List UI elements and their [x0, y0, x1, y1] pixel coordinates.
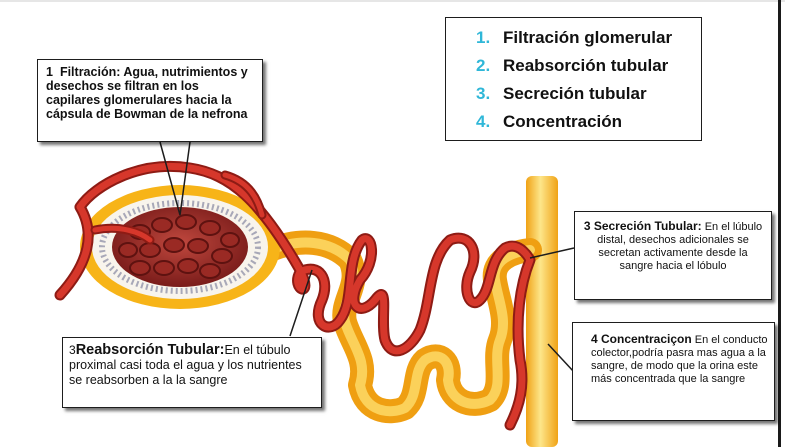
callout-pointers — [159, 141, 575, 373]
top-border — [0, 0, 785, 2]
collecting-duct — [526, 176, 558, 447]
legend-item-filtracion: 1.Filtración glomerular — [476, 28, 673, 47]
glomerulus — [112, 207, 248, 287]
blood-vessels — [54, 161, 536, 431]
right-edge-border — [778, 0, 781, 447]
process-legend: 1.Filtración glomerular 2.Reabsorción tu… — [445, 17, 702, 141]
concentration-callout: 4 Concentraciçon En el conducto colector… — [572, 322, 775, 421]
secretion-callout: 3 Secreción Tubular: En el lúbulo distal… — [574, 211, 772, 300]
legend-item-secrecion: 3.Secreción tubular — [476, 84, 647, 103]
legend-item-reabsorcion: 2.Reabsorción tubular — [476, 56, 669, 75]
reabsorption-callout: 3Reabsorción Tubular:En el túbulo proxim… — [62, 337, 322, 408]
legend-item-concentracion: 4.Concentración — [476, 112, 623, 131]
